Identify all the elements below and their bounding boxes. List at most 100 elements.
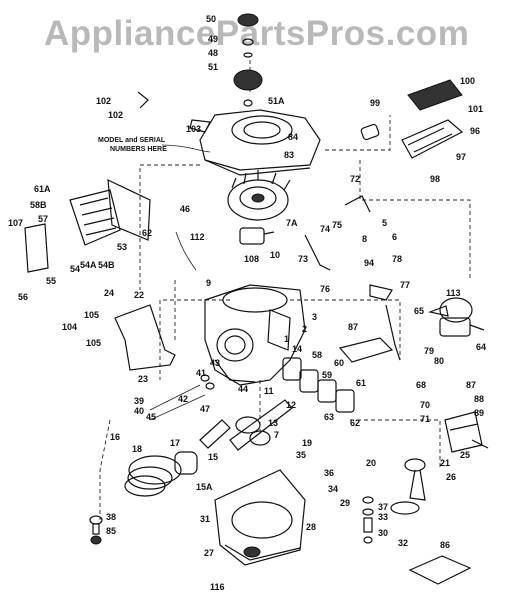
part-callout: 17	[170, 438, 180, 448]
part-callout: 60	[334, 358, 344, 368]
assembly-line	[359, 160, 471, 280]
part-callout: 54A	[80, 260, 97, 270]
part-callout: 43	[210, 358, 220, 368]
sump	[214, 469, 306, 566]
part-callout: 5	[382, 218, 387, 228]
part-callout: 30	[378, 528, 388, 538]
part-callout: 32	[398, 538, 408, 548]
part-callout: 99	[370, 98, 380, 108]
part-callout: 83	[284, 150, 294, 160]
part-callout: 100	[460, 76, 475, 86]
assembly-line	[350, 419, 441, 470]
part-callout: 50	[206, 14, 216, 24]
linkage	[304, 195, 401, 361]
part-callout: 86	[440, 540, 450, 550]
part-callout: 74	[320, 224, 330, 234]
part-callout: 29	[340, 498, 350, 508]
part-callout: 94	[364, 258, 374, 268]
part-callout: 53	[117, 242, 127, 252]
part-callout: 47	[200, 404, 210, 414]
part-callout: 48	[208, 48, 218, 58]
model-serial-note-2: NUMBERS HERE	[110, 146, 167, 153]
part-callout: 105	[84, 310, 99, 320]
part-callout: 7A	[286, 218, 298, 228]
part-callout: 25	[460, 450, 470, 460]
part-callout: 28	[306, 522, 316, 532]
part-callout: 40	[134, 406, 144, 416]
part-callout: 77	[400, 280, 410, 290]
part-callout: 51	[208, 62, 218, 72]
part-callout: 1	[284, 334, 289, 344]
part-callout: 84	[288, 132, 298, 142]
part-callout: 97	[456, 152, 466, 162]
assembly-line	[139, 164, 200, 290]
part-callout: 9	[206, 278, 211, 288]
part-callout: 98	[430, 174, 440, 184]
part-callout: 108	[244, 254, 259, 264]
part-callout: 3	[312, 312, 317, 322]
part-callout: 58	[312, 350, 322, 360]
model-serial-note: MODEL and SERIAL	[98, 137, 166, 144]
part-callout: 8	[362, 234, 367, 244]
label-kit	[408, 555, 472, 585]
part-callout: 68	[416, 380, 426, 390]
part-callout: 88	[474, 394, 484, 404]
assembly-line	[325, 115, 391, 151]
part-callout: 72	[350, 174, 360, 184]
part-callout: 54	[70, 264, 80, 274]
assembly-line	[290, 299, 401, 360]
part-callout: 20	[366, 458, 376, 468]
part-callout: 61A	[34, 184, 51, 194]
part-callout: 75	[332, 220, 342, 230]
part-callout: 62	[142, 228, 152, 238]
pin-stack	[362, 496, 374, 544]
starter-cap	[233, 13, 263, 107]
part-callout: 103	[186, 124, 201, 134]
part-callout: 57	[38, 214, 48, 224]
part-callout: 116	[210, 582, 225, 592]
part-callout: 55	[46, 276, 56, 286]
part-callout: 58B	[30, 200, 47, 210]
part-callout: 89	[474, 408, 484, 418]
part-callout: 73	[298, 254, 308, 264]
part-callout: 102	[96, 96, 111, 106]
part-callout: 70	[420, 400, 430, 410]
part-callout: 76	[320, 284, 330, 294]
cylinder-head	[24, 179, 151, 273]
part-callout: 26	[446, 472, 456, 482]
part-callout: 18	[132, 444, 142, 454]
part-callout: 79	[424, 346, 434, 356]
part-callout: 87	[466, 380, 476, 390]
crankshaft	[229, 399, 293, 451]
gasket-set	[282, 337, 394, 413]
part-callout: 112	[190, 232, 205, 242]
part-callout: 2	[302, 324, 307, 334]
part-callout: 16	[110, 432, 120, 442]
part-callout: 63	[324, 412, 334, 422]
part-callout: 39	[134, 396, 144, 406]
part-callout: 31	[200, 514, 210, 524]
engine-block	[204, 284, 306, 386]
part-callout: 65	[414, 306, 424, 316]
governor	[390, 458, 426, 515]
part-callout: 34	[328, 484, 338, 494]
part-callout: 46	[180, 204, 190, 214]
part-callout: 61	[356, 378, 366, 388]
part-callout: 78	[392, 254, 402, 264]
callout-labels: 5049485151A10210210384839910010196979861…	[8, 14, 486, 592]
assembly-line	[99, 419, 111, 520]
valve-parts	[149, 374, 215, 421]
part-callout: 14	[292, 344, 302, 354]
part-callout: 107	[8, 218, 23, 228]
part-callout: 35	[296, 450, 306, 460]
part-callout: 113	[446, 288, 461, 298]
part-callout: 24	[104, 288, 114, 298]
part-callout: 104	[62, 322, 77, 332]
part-callout: 11	[264, 386, 274, 396]
part-callout: 44	[238, 384, 248, 394]
part-callout: 10	[270, 250, 280, 260]
part-callout: 45	[146, 412, 156, 422]
assembly-line	[159, 299, 230, 380]
